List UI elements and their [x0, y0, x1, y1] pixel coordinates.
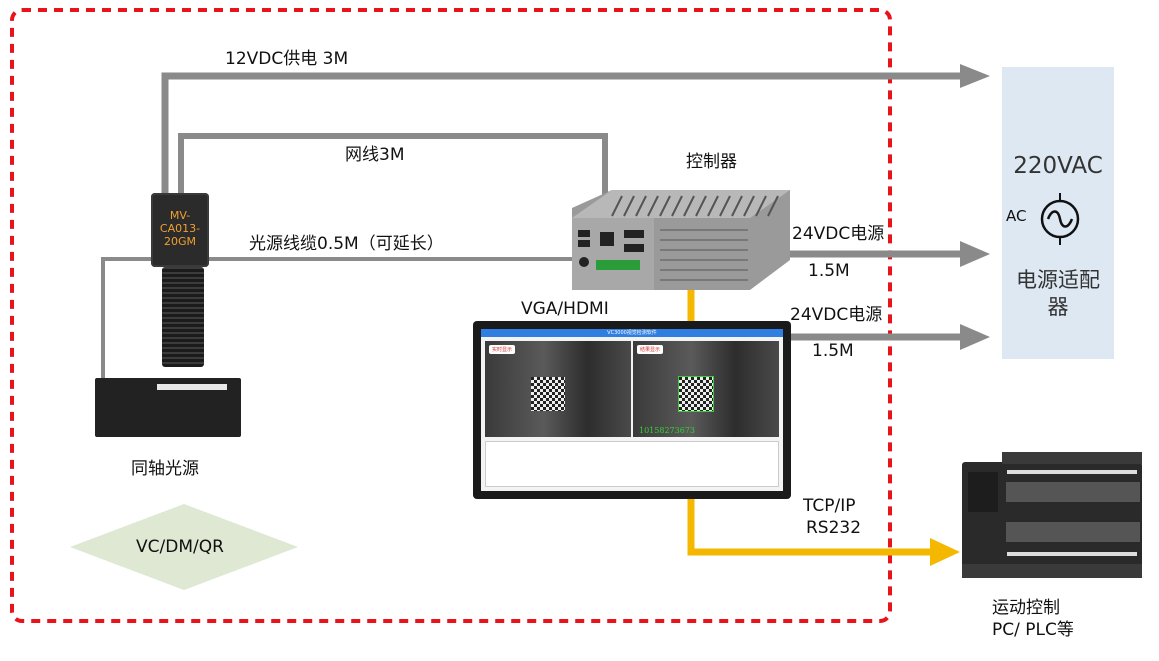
decode-readout: 10158273673: [639, 426, 695, 435]
codes-label: VC/DM/QR: [136, 537, 224, 557]
power-12v-label: 12VDC供电 3M: [225, 49, 349, 69]
dc24-upper-label: 24VDC电源: [792, 224, 885, 244]
controller-device: [572, 190, 790, 290]
power-adapter-box: 220VAC AC 电源适配 器: [1002, 67, 1114, 359]
light-return-cable: [101, 257, 151, 378]
plc-device: [962, 452, 1142, 578]
result-tag: 结果显示: [637, 345, 664, 354]
code-types-diamond: [70, 504, 298, 590]
tcp-label: TCP/IP: [803, 496, 856, 516]
dc24-lower-label: 24VDC电源: [790, 305, 883, 325]
tcp-cable: [687, 499, 935, 556]
screen-title: VC3000视觉检测软件: [481, 329, 783, 337]
camera-model: MV- CA013- 20GM: [159, 209, 201, 248]
result-panel: [485, 441, 779, 487]
network-label: 网线3M: [345, 145, 405, 165]
controller-label: 控制器: [686, 152, 737, 172]
network-cable: [178, 133, 608, 235]
camera-lens: [162, 267, 204, 367]
power-12v-cable: [161, 72, 965, 193]
ac-symbol-icon: [1040, 193, 1080, 245]
live-tag: 实时显示: [489, 345, 516, 354]
result-view: 结果显示 10158273673: [633, 341, 779, 437]
motion-label-2: PC/ PLC等: [992, 620, 1074, 640]
adapter-label: 电源适配 器: [1016, 268, 1100, 319]
live-view: 实时显示: [485, 341, 631, 437]
light-cable-label: 光源线缆0.5M（可延长）: [249, 234, 444, 254]
vga-hdmi-label: VGA/HDMI: [521, 299, 609, 319]
len-upper-label: 1.5M: [808, 261, 850, 281]
monitor: VC3000视觉检测软件 实时显示 结果显示 10158273673: [473, 321, 791, 499]
arrow-dc24-lower: [960, 324, 990, 350]
coax-light-source: [95, 378, 241, 437]
dm-code: [531, 377, 565, 411]
len-lower-label: 1.5M: [812, 341, 854, 361]
software-screen: VC3000视觉检测软件 实时显示 结果显示 10158273673: [481, 329, 783, 491]
arrow-dc24-upper: [960, 241, 990, 267]
ac-label: AC: [1006, 207, 1027, 225]
motion-label-1: 运动控制: [992, 598, 1060, 618]
system-boundary: [10, 8, 892, 623]
camera: MV- CA013- 20GM: [151, 193, 209, 267]
dm-code-result: [678, 376, 714, 412]
coax-light-label: 同轴光源: [131, 459, 199, 479]
arrow-to-plc: [930, 538, 960, 566]
rs232-label: RS232: [806, 518, 862, 538]
arrow-to-power: [960, 64, 990, 88]
voltage-label: 220VAC: [1013, 153, 1103, 179]
